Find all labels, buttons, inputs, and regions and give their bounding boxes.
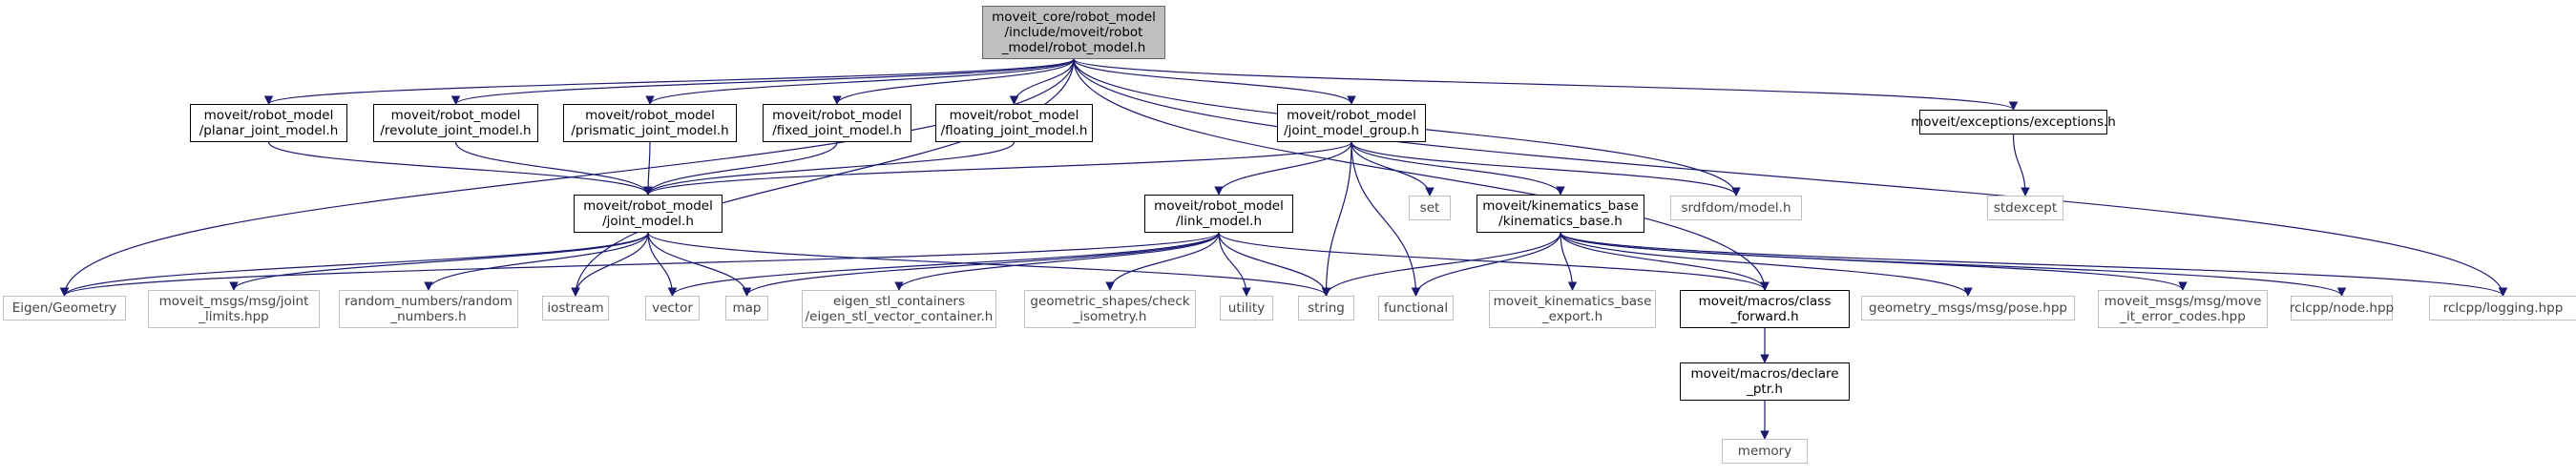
edge-root-to-class_forward: [1073, 58, 1770, 291]
node-vector: vector: [645, 296, 700, 321]
node-utility: utility: [1220, 296, 1273, 321]
edge-link_model-to-check_isometry: [1105, 232, 1220, 291]
edge-root-to-logging: [1073, 58, 2508, 297]
node-declare-ptr-h[interactable]: moveit/macros/declare _ptr.h: [1680, 362, 1850, 401]
node-rclcpp-logging-hpp: rclcpp/logging.hpp: [2429, 296, 2576, 321]
node-joint-model-group-h[interactable]: moveit/robot_model /joint_model_group.h: [1277, 104, 1426, 142]
node-memory: memory: [1722, 439, 1808, 464]
edge-jmg-to-set: [1351, 141, 1435, 197]
edge-floating-to-joint_model: [643, 141, 1016, 196]
node-string: string: [1298, 296, 1354, 321]
edge-jmg-to-joint_model: [643, 141, 1352, 196]
node-prismatic-joint-model-h[interactable]: moveit/robot_model /prismatic_joint_mode…: [563, 104, 737, 142]
node-revolute-joint-model-h[interactable]: moveit/robot_model /revolute_joint_model…: [373, 104, 538, 142]
node-iostream: iostream: [542, 296, 609, 321]
edge-link_model-to-string: [1218, 232, 1331, 297]
edge-link_model-to-utility: [1218, 232, 1251, 297]
edge-jmg-to-string: [1321, 141, 1352, 297]
edge-jmg-to-functional: [1351, 141, 1421, 297]
edge-joint_model-to-map: [647, 232, 752, 297]
node-kinematics-base-export-h: moveit_kinematics_base _export.h: [1489, 290, 1656, 328]
edge-link_model-to-eigen_stl: [894, 232, 1220, 291]
edge-root-to-floating: [1009, 58, 1075, 105]
edge-root-to-jmg: [1073, 58, 1356, 105]
node-check-isometry-h: geometric_shapes/check _isometry.h: [1024, 290, 1196, 328]
node-floating-joint-model-h[interactable]: moveit/robot_model /floating_joint_model…: [935, 104, 1093, 142]
edge-root-to-iostream: [571, 58, 1075, 297]
edge-fixed-to-joint_model: [643, 141, 838, 196]
edge-root-to-prismatic: [645, 58, 1075, 105]
node-exceptions-h[interactable]: moveit/exceptions/exceptions.h: [1911, 110, 2116, 135]
node-stdexcept: stdexcept: [1987, 196, 2063, 220]
edge-joint_model-to-iostream: [571, 232, 649, 297]
node-pose-hpp: geometry_msgs/msg/pose.hpp: [1861, 296, 2075, 321]
edge-kinematics_base-to-node_hpp: [1560, 232, 2347, 297]
edge-kinematics_base-to-kb_export: [1560, 232, 1578, 291]
edge-joint_model-to-random_numbers: [424, 232, 649, 291]
edge-link_model-to-vector: [667, 232, 1220, 297]
edge-link_model-to-class_forward: [1218, 232, 1770, 291]
node-robot-model-h: moveit_core/robot_model /include/moveit/…: [982, 6, 1165, 59]
edge-root-to-fixed: [832, 58, 1075, 105]
node-link-model-h[interactable]: moveit/robot_model /link_model.h: [1144, 195, 1293, 233]
node-set: set: [1409, 196, 1451, 220]
edge-kinematics_base-to-pose: [1560, 232, 1973, 297]
edge-link_model-to-map: [742, 232, 1220, 297]
edge-root-to-planar: [264, 58, 1075, 105]
edge-kinematics_base-to-logging: [1560, 232, 2508, 297]
edge-exceptions-to-stdexcept: [2012, 134, 2030, 197]
node-joint-limits-hpp: moveit_msgs/msg/joint _limits.hpp: [148, 290, 320, 328]
node-joint-model-h[interactable]: moveit/robot_model /joint_model.h: [574, 195, 723, 233]
edge-kinematics_base-to-string: [1321, 232, 1561, 297]
edge-link_model-to-eigen_geometry: [60, 232, 1220, 297]
node-fixed-joint-model-h[interactable]: moveit/robot_model /fixed_joint_model.h: [763, 104, 911, 142]
edge-jmg-to-srdf: [1351, 141, 1741, 197]
edge-planar-to-joint_model: [267, 141, 653, 196]
node-eigen-geometry: Eigen/Geometry: [3, 296, 126, 321]
node-move-it-error-codes-hpp: moveit_msgs/msg/move _it_error_codes.hpp: [2098, 290, 2268, 328]
edge-root-to-exceptions: [1073, 58, 2018, 111]
edge-joint_model-to-joint_limits: [229, 232, 649, 291]
edge-root-to-revolute: [450, 58, 1075, 105]
edge-kinematics_base-to-class_forward: [1560, 232, 1770, 291]
node-srdfdom-model-h: srdfdom/model.h: [1670, 196, 1802, 220]
node-eigen-stl-vector-container-h: eigen_stl_containers /eigen_stl_vector_c…: [802, 290, 996, 328]
node-random-numbers-h: random_numbers/random _numbers.h: [339, 290, 518, 328]
edge-jmg-to-kinematics_base: [1351, 141, 1565, 196]
node-class-forward-h[interactable]: moveit/macros/class _forward.h: [1680, 290, 1850, 328]
node-planar-joint-model-h[interactable]: moveit/robot_model /planar_joint_model.h: [190, 104, 347, 142]
node-rclcpp-node-hpp: rclcpp/node.hpp: [2290, 296, 2394, 321]
edge-kinematics_base-to-functional: [1411, 232, 1561, 297]
node-map: map: [725, 296, 768, 321]
edge-jmg-to-link_model: [1214, 141, 1352, 196]
node-functional: functional: [1378, 296, 1454, 321]
node-kinematics-base-h[interactable]: moveit/kinematics_base /kinematics_base.…: [1476, 195, 1644, 233]
edge-joint_model-to-eigen_geometry: [59, 232, 649, 297]
edge-revolute-to-joint_model: [454, 141, 653, 196]
